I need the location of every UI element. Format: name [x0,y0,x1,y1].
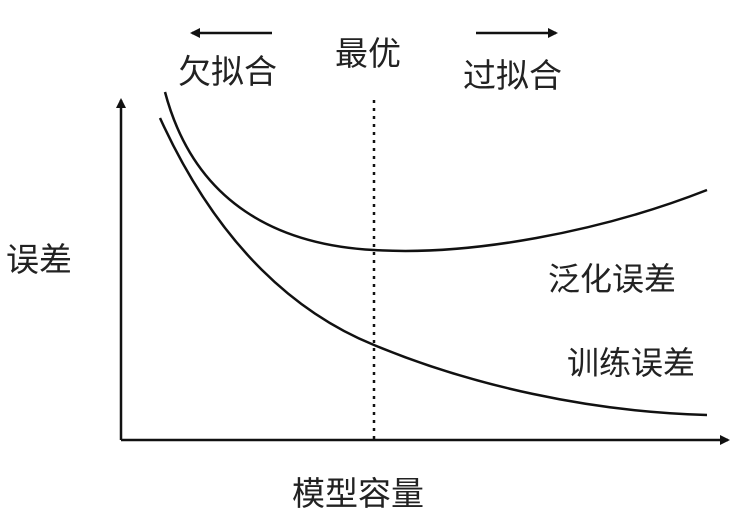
training-error-label: 训练误差 [567,344,696,382]
optimal-label: 最优 [335,34,401,73]
underfit-label: 欠拟合 [178,52,277,91]
y-axis-label: 误差 [6,240,72,279]
overfit-label: 过拟合 [463,56,562,95]
x-axis-label: 模型容量 [292,474,424,513]
training-error-curve [158,117,708,417]
generalization-error-curve [163,91,708,253]
generalization-error-label: 泛化误差 [548,260,677,298]
